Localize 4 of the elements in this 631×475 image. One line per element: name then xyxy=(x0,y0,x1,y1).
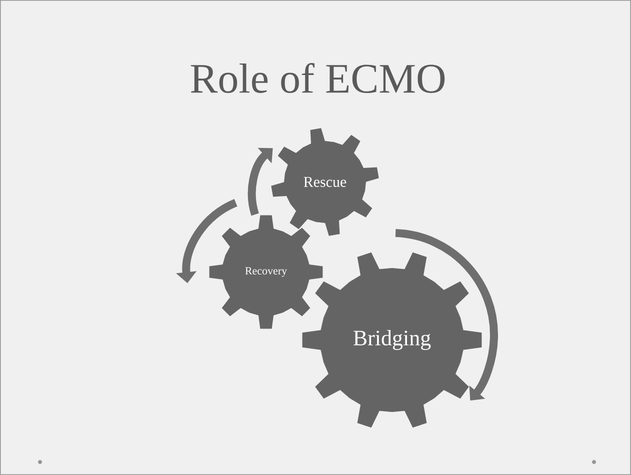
gear: Rescue xyxy=(271,128,379,236)
gear: Bridging xyxy=(302,252,482,428)
title: Role of ECMO xyxy=(190,63,445,93)
gear: Recovery xyxy=(209,215,323,329)
